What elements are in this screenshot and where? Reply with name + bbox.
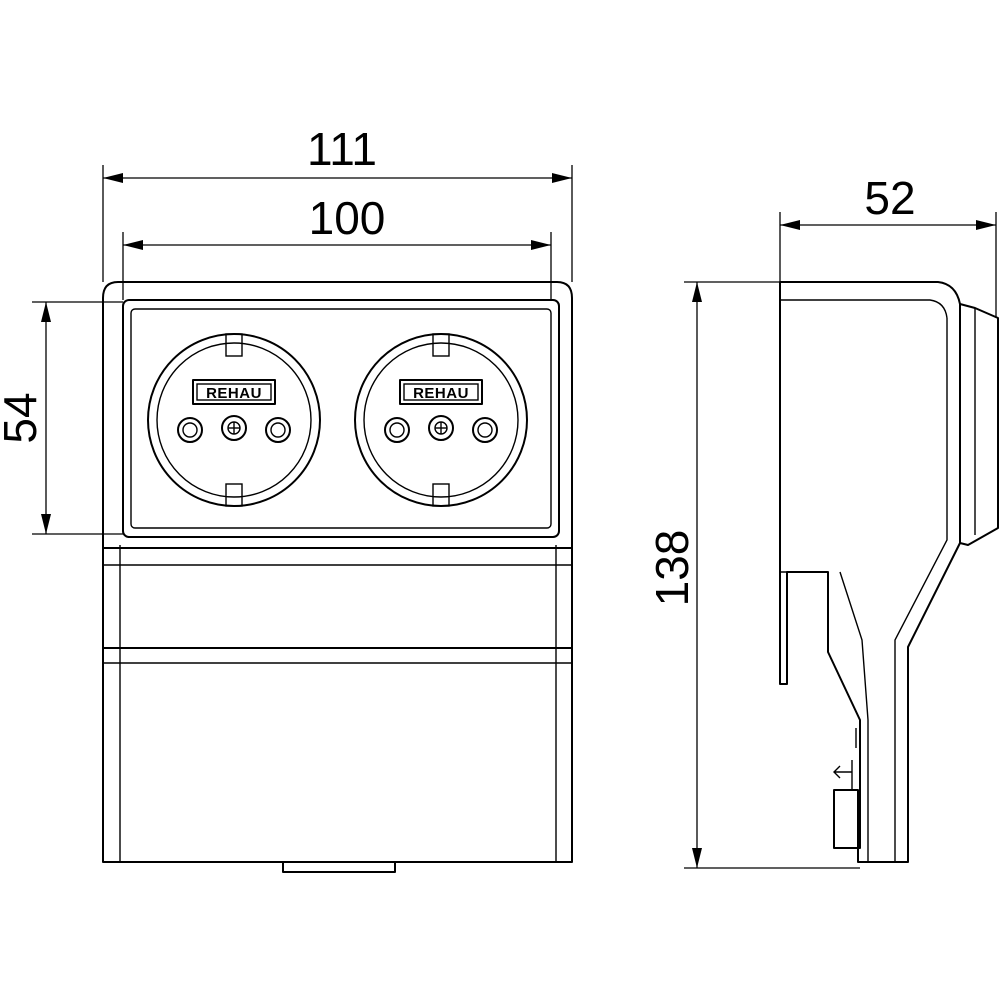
dimension-label-52: 52 [864, 172, 915, 224]
dimension-inner-width: 100 [122, 192, 552, 300]
side-profile-outline [779, 281, 961, 863]
center-screw-icon [428, 415, 454, 441]
pin-hole-left [384, 417, 410, 443]
dimension-label-111: 111 [307, 123, 377, 175]
clip-arrow-icon [833, 765, 852, 779]
earth-clip-bottom [432, 483, 450, 507]
pin-hole-left [177, 417, 203, 443]
dimension-overall-width: 111 [102, 123, 573, 282]
front-view: REHAU REHAU [102, 281, 573, 873]
socket-right: REHAU [354, 333, 528, 507]
socket-inner-ring [363, 342, 519, 498]
brand-label: REHAU [413, 385, 469, 402]
socket-frame-outer [122, 299, 560, 538]
earth-clip-top [432, 333, 450, 357]
dimension-depth: 52 [779, 172, 997, 318]
brand-badge [399, 379, 483, 405]
brand-badge [192, 379, 276, 405]
socket-outer-ring [147, 333, 321, 507]
socket-outer-ring [354, 333, 528, 507]
housing-outline [102, 281, 573, 863]
socket-inner-ring [156, 342, 312, 498]
center-screw-icon [221, 415, 247, 441]
dimension-label-54: 54 [0, 392, 46, 443]
pin-hole-right [265, 417, 291, 443]
dimension-total-height: 138 [646, 281, 860, 869]
socket-left: REHAU [147, 333, 321, 507]
pin-hole-right [472, 417, 498, 443]
dimension-label-100: 100 [309, 192, 386, 244]
earth-clip-bottom [225, 483, 243, 507]
bottom-tab [282, 861, 396, 873]
socket-frame-inner [130, 308, 552, 529]
dimension-label-138: 138 [646, 530, 698, 607]
brand-label: REHAU [206, 385, 262, 402]
earth-clip-top [225, 333, 243, 357]
dimension-frame-height: 54 [0, 301, 123, 535]
side-cover-plate [959, 303, 999, 546]
side-view [779, 281, 999, 863]
